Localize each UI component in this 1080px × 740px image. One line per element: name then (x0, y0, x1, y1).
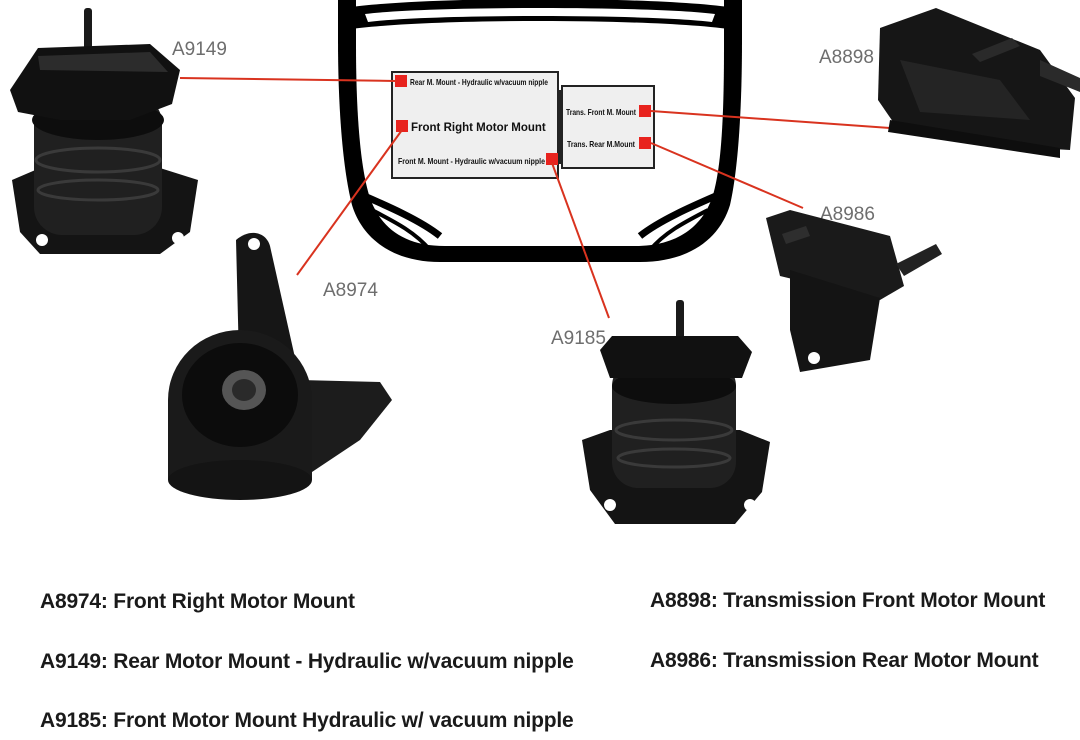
label-trans-front-mount: Trans. Front M. Mount (566, 108, 636, 117)
leader-a8974 (296, 129, 403, 276)
label-front-mount: Front M. Mount - Hydraulic w/vacuum nipp… (398, 157, 545, 166)
legend-a8974: A8974: Front Right Motor Mount (40, 590, 355, 613)
label-trans-rear-mount: Trans. Rear M.Mount (567, 140, 635, 149)
legend-a9185: A9185: Front Motor Mount Hydraulic w/ va… (40, 709, 574, 732)
marker-rear-mount (395, 75, 407, 87)
marker-trans-rear-mount (639, 137, 651, 149)
legend-a8898: A8898: Transmission Front Motor Mount (650, 589, 1046, 612)
leader-lines (179, 77, 891, 319)
leader-a9149 (179, 77, 397, 82)
code-a8898: A8898 (819, 47, 874, 68)
label-rear-mount: Rear M. Mount - Hydraulic w/vacuum nippl… (410, 78, 548, 87)
leader-a8986 (650, 142, 804, 209)
part-a8974-image (168, 232, 392, 500)
legend-a9149: A9149: Rear Motor Mount - Hydraulic w/va… (40, 650, 574, 673)
marker-front-mount (546, 153, 558, 165)
code-a8974: A8974 (323, 280, 378, 301)
label-front-right-mount: Front Right Motor Mount (411, 122, 546, 134)
part-a9185-image (582, 300, 770, 524)
code-a8986: A8986 (820, 204, 875, 225)
marker-front-right-mount (396, 120, 408, 132)
transmission-box (558, 85, 655, 169)
legend-a8986: A8986: Transmission Rear Motor Mount (650, 649, 1039, 672)
part-a8898-image (878, 8, 1080, 158)
marker-trans-front-mount (639, 105, 651, 117)
code-a9185: A9185 (551, 328, 606, 349)
part-a9149-image (10, 8, 198, 254)
code-a9149: A9149 (172, 39, 227, 60)
leader-a8898 (650, 110, 891, 129)
leader-a9185 (551, 162, 610, 319)
part-a8986-image (766, 210, 942, 372)
